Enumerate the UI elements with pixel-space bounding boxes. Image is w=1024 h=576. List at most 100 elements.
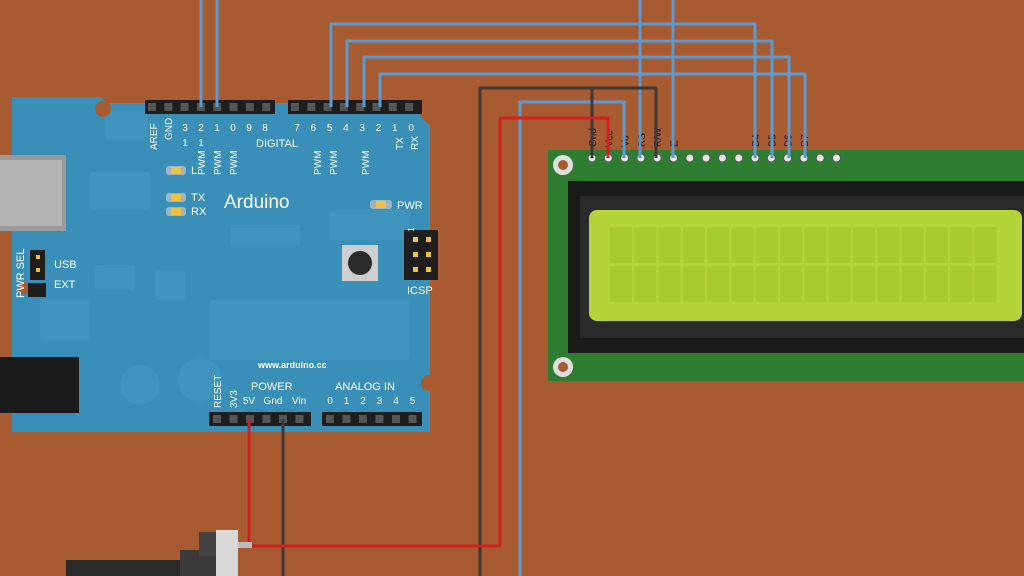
reset-button-cap	[348, 251, 372, 275]
led-pwr-label: PWR	[397, 200, 423, 212]
board-silkscreen	[40, 110, 410, 405]
lcd-cell	[610, 227, 632, 263]
lcd-cell	[682, 227, 705, 263]
lcd-cell	[804, 266, 827, 302]
wire-d3-to-d6	[362, 55, 791, 158]
ext-label: EXT	[54, 279, 76, 291]
digital-pin-label: 5	[327, 123, 333, 134]
pot-shaft	[66, 560, 216, 576]
mount-hole	[95, 101, 111, 117]
header-pin	[180, 103, 189, 111]
lcd-cell	[610, 266, 632, 302]
lcd-cell	[877, 227, 900, 263]
header-pin	[295, 415, 304, 423]
led-rx-label: RX	[191, 206, 207, 218]
header-pin	[307, 103, 316, 111]
digital-pin-tens-label: 1	[198, 138, 204, 149]
lcd-cell	[828, 227, 851, 263]
lcd-cell	[707, 266, 730, 302]
header-pin	[342, 415, 351, 423]
pwm-label: PWM	[213, 151, 224, 175]
digital-header-low	[288, 100, 422, 114]
lcd-header-pin	[734, 153, 744, 163]
header-pin	[408, 415, 417, 423]
lcd-header-pin	[717, 153, 727, 163]
pwr-sel-label: PWR SEL	[15, 248, 27, 298]
rx-pin-label: RX	[410, 136, 421, 150]
lcd-cell	[755, 227, 778, 263]
pwm-label: PWM	[329, 151, 340, 175]
header-pin	[405, 103, 414, 111]
lcd-cell	[780, 266, 803, 302]
header-pin	[213, 415, 221, 423]
pot-pin	[238, 542, 252, 548]
lcd-cell	[901, 227, 924, 263]
header-pin	[356, 103, 365, 111]
header-pin	[291, 103, 299, 111]
pwr-sel-jumper	[30, 250, 45, 280]
lcd-cell	[755, 266, 778, 302]
header-pin	[229, 103, 238, 111]
header-pin	[375, 415, 384, 423]
header-pin	[323, 103, 332, 111]
lcd-cell	[634, 227, 657, 263]
lcd-cell	[853, 227, 875, 263]
arduino-board: PWR SEL USB EXT L TX RX PWR Arduino www.…	[0, 97, 438, 432]
wires	[199, 0, 807, 576]
lcd-cell	[731, 266, 754, 302]
wire-gnd-to-lcd-gnd	[478, 86, 594, 576]
usb-connector-face	[0, 160, 62, 226]
aref-label: AREF	[149, 123, 160, 150]
digital-pin-label: 0	[230, 123, 236, 134]
header-pin	[388, 103, 397, 111]
header-pin	[372, 103, 381, 111]
mount-hole	[18, 282, 30, 294]
wire-d4-to-d5	[345, 39, 774, 158]
header-pin	[262, 103, 271, 111]
lcd-cell	[682, 266, 705, 302]
led-tx-label: TX	[191, 192, 206, 204]
header-pin	[326, 415, 334, 423]
potentiometer	[66, 530, 252, 576]
website-label: www.arduino.cc	[257, 360, 327, 370]
header-pin	[392, 415, 400, 423]
lcd-cell	[925, 266, 948, 302]
digital-pin-label: 6	[311, 123, 317, 134]
lcd-screen	[589, 210, 1022, 321]
wire-d5-to-d4	[329, 22, 757, 158]
digital-pin-tens-label: 1	[182, 138, 188, 149]
lcd-cell	[731, 227, 754, 263]
digital-pin-label: 1	[392, 123, 398, 134]
header-pin	[164, 103, 173, 111]
header-pin	[262, 415, 271, 423]
digital-pin-label: 8	[262, 123, 268, 134]
digital-pin-label: 9	[246, 123, 252, 134]
lcd-cell	[974, 266, 997, 302]
power-pin-label: RESET	[213, 375, 224, 408]
wire-d2-to-d7	[378, 72, 807, 158]
digital-pin-label: 2	[198, 123, 204, 134]
mount-hole	[421, 375, 437, 391]
tx-pin-label: TX	[395, 137, 406, 150]
usb-label: USB	[54, 259, 77, 271]
lcd-cell	[707, 227, 730, 263]
power-label: POWER	[251, 381, 293, 393]
header-pin	[339, 103, 348, 111]
digital-pin-label: 0	[408, 123, 414, 134]
header-pin	[359, 415, 367, 423]
lcd-cell	[804, 227, 827, 263]
header-pin	[245, 103, 254, 111]
lcd-cell	[828, 266, 851, 302]
arduino-logo-text: Arduino	[224, 192, 290, 213]
power-pin-label: Gnd	[264, 396, 283, 407]
digital-pin-label: 7	[294, 123, 300, 134]
analog-pin-label: 0	[327, 396, 333, 407]
